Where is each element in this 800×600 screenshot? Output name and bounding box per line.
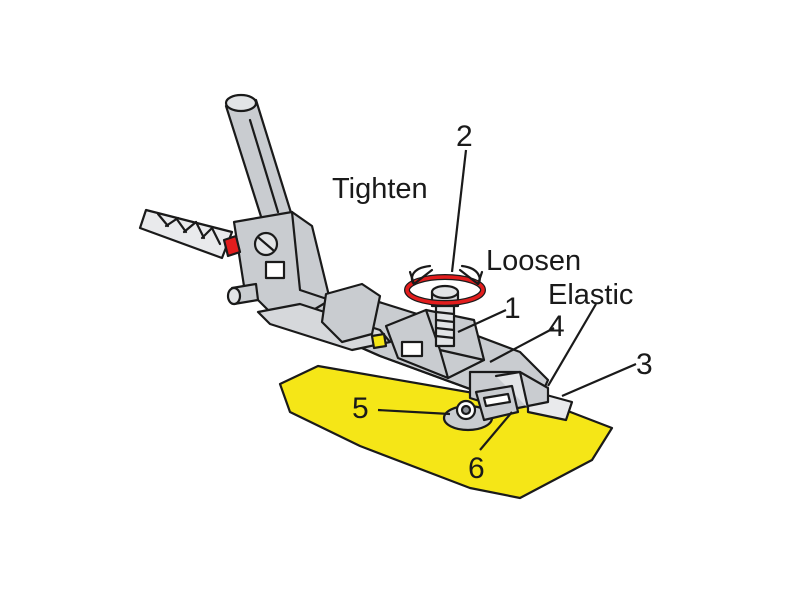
rotation-indicator: [404, 264, 486, 306]
adjustment-screw: [430, 284, 460, 348]
tighten-arrow-icon: [408, 268, 434, 286]
label-1: 1: [504, 292, 521, 325]
label-elastic: Elastic: [548, 279, 633, 311]
guide-plate: [474, 384, 520, 422]
loosen-arrow-icon: [458, 268, 484, 286]
label-5: 5: [352, 392, 369, 425]
label-tighten: Tighten: [332, 173, 428, 205]
label-6: 6: [468, 452, 485, 485]
side-pin: [226, 282, 260, 306]
fabric-peek: [370, 332, 388, 350]
guide-screw: [442, 399, 494, 432]
label-2: 2: [456, 120, 473, 153]
label-3: 3: [636, 348, 653, 381]
fabric: [278, 364, 614, 500]
elastic-tape-left: [138, 208, 234, 260]
label-4: 4: [548, 310, 565, 343]
presser-foot-shank: [224, 93, 294, 228]
red-knob: [222, 234, 242, 258]
slot-holder: [320, 282, 382, 344]
label-loosen: Loosen: [486, 245, 581, 277]
block-screw-icon: [253, 231, 279, 257]
leader-lines: [377, 149, 637, 451]
